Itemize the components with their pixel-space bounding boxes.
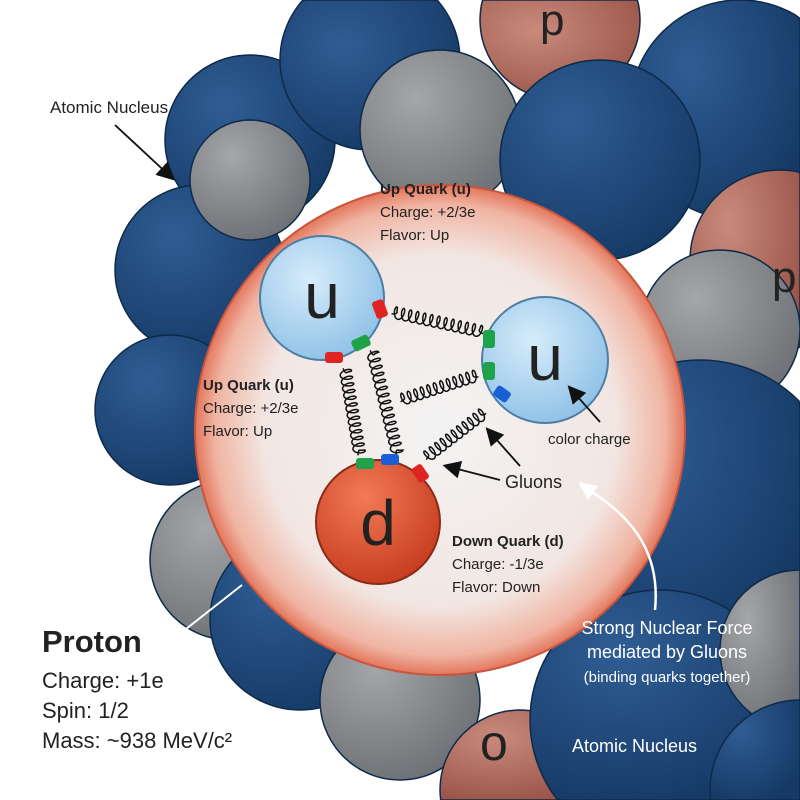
up-quark-right: u (481, 296, 609, 424)
nucleus-arrow (114, 124, 175, 181)
svg-text:Charge: +2/3e: Charge: +2/3e (380, 204, 476, 221)
gluon-spring (367, 350, 405, 456)
color-charge-green (483, 330, 495, 348)
quark-symbol: d (360, 487, 396, 559)
svg-text:(binding quarks together): (binding quarks together) (584, 669, 751, 686)
svg-text:Down Quark (d): Down Quark (d) (452, 533, 564, 550)
color-charge-blue (493, 385, 511, 403)
down-quark-label: Down Quark (d) Charge: -1/3e Flavor: Dow… (452, 533, 564, 596)
strong-force-label: Strong Nuclear Force mediated by Gluons … (581, 618, 752, 686)
gluon-arrow (485, 427, 521, 467)
nucleon-sphere (189, 119, 311, 241)
nucleon-sphere (719, 569, 800, 731)
color-charge-red (411, 464, 429, 483)
up-quark-top-label: Up Quark (u) Charge: +2/3e Flavor: Up (380, 181, 476, 244)
atomic-nucleus-bottom-label: Atomic Nucleus (572, 736, 697, 756)
gluons-label: Gluons (505, 472, 562, 492)
svg-text:Charge: +2/3e: Charge: +2/3e (203, 400, 299, 417)
color-charge-green (483, 362, 495, 380)
svg-text:Flavor: Up: Flavor: Up (203, 423, 272, 440)
svg-text:Spin: 1/2: Spin: 1/2 (42, 698, 129, 723)
color-charge-label: color charge (548, 431, 631, 448)
gluon-spring (339, 368, 367, 456)
gluon-spring (399, 369, 479, 405)
gluon-springs (339, 306, 487, 460)
svg-text:Up Quark (u): Up Quark (u) (380, 181, 471, 198)
strong-force-arrowhead (578, 482, 598, 500)
proton-label: Proton Charge: +1e Spin: 1/2 Mass: ~938 … (42, 624, 232, 753)
nucleon-letter: p (772, 253, 796, 302)
svg-text:mediated by Gluons: mediated by Gluons (587, 642, 747, 662)
svg-text:Charge: +1e: Charge: +1e (42, 668, 164, 693)
up-quark-top: u (259, 235, 388, 363)
svg-text:Strong Nuclear Force: Strong Nuclear Force (581, 618, 752, 638)
color-charge-green (356, 458, 374, 469)
color-charge-green (351, 334, 371, 352)
nucleon-letter: p (540, 0, 564, 45)
quark-symbol: u (527, 322, 563, 394)
color-charge-red (325, 352, 343, 363)
gluon-spring (391, 306, 484, 338)
svg-text:Flavor: Down: Flavor: Down (452, 579, 540, 596)
nucleon-sphere (709, 699, 800, 800)
nucleon-letter: o (480, 715, 508, 771)
color-charge-blue (381, 454, 399, 465)
quark-symbol: u (304, 260, 340, 332)
svg-text:Charge: -1/3e: Charge: -1/3e (452, 556, 544, 573)
svg-text:Flavor: Up: Flavor: Up (380, 227, 449, 244)
color-charge-red (372, 299, 388, 319)
gluon-spring (423, 408, 487, 460)
atomic-nucleus-label: Atomic Nucleus (50, 98, 168, 117)
svg-text:Up Quark (u): Up Quark (u) (203, 377, 294, 394)
color-charge-arrow (567, 385, 601, 423)
strong-force-arrow (584, 486, 657, 611)
gluon-arrow (442, 460, 501, 481)
up-quark-left-label: Up Quark (u) Charge: +2/3e Flavor: Up (203, 377, 299, 440)
svg-text:Proton: Proton (42, 624, 142, 659)
svg-text:Mass: ~938 MeV/c²: Mass: ~938 MeV/c² (42, 728, 232, 753)
proton-pointer (171, 584, 243, 641)
down-quark: d (315, 454, 441, 585)
